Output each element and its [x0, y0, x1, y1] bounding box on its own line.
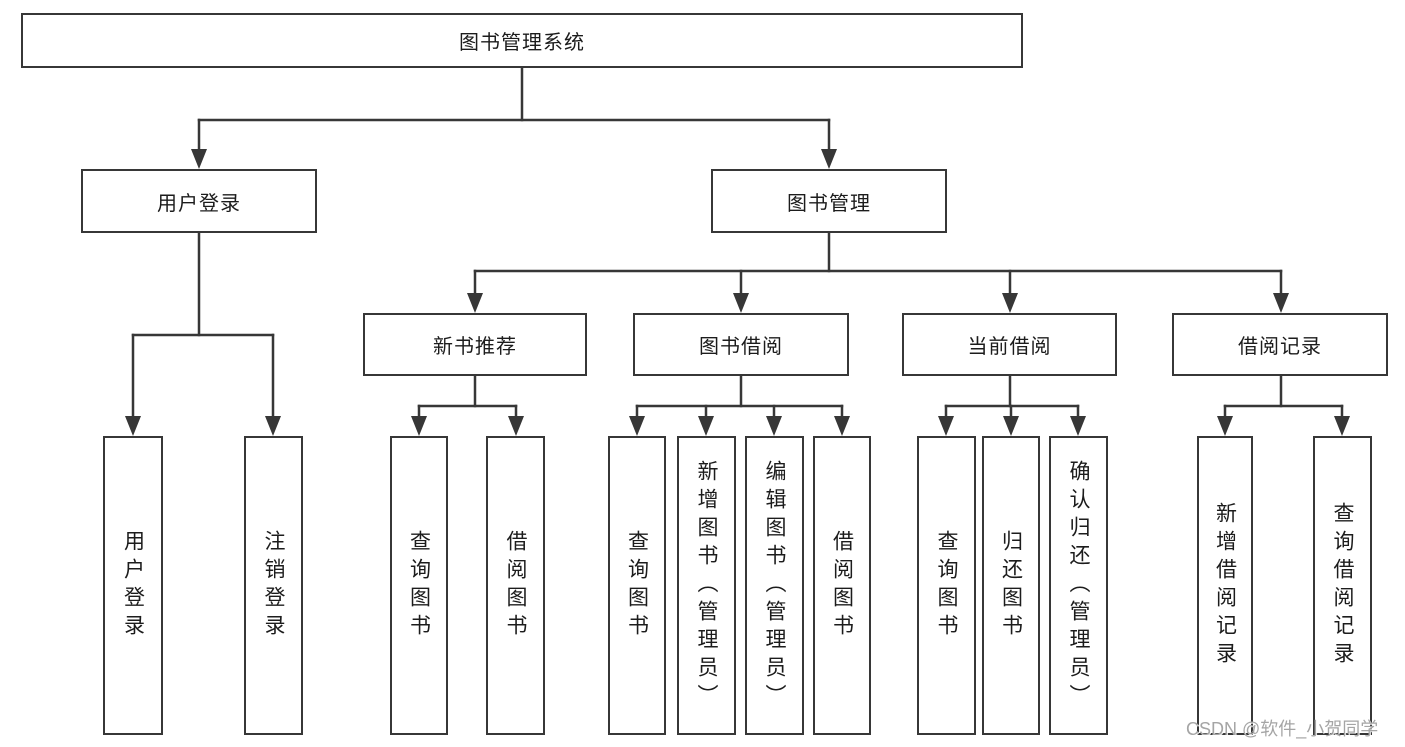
leaf-bb-add-books-admin-label: 新增图书（管理员） — [695, 459, 718, 712]
leaf-user-login-label: 用户登录 — [121, 529, 145, 642]
leaf-cb-query-books: 查询图书 — [917, 436, 976, 735]
node-book-management-label: 图书管理 — [787, 192, 871, 215]
leaf-nbr-query-books: 查询图书 — [390, 436, 448, 735]
leaf-nbr-query-books-label: 查询图书 — [407, 529, 431, 642]
csdn-watermark: CSDN @软件_小贺同学 — [1186, 719, 1379, 739]
leaf-cb-confirm-return-admin-label: 确认归还（管理员） — [1067, 459, 1090, 712]
leaf-br-add-record-label: 新增借阅记录 — [1213, 501, 1237, 670]
leaf-br-add-record: 新增借阅记录 — [1197, 436, 1253, 735]
node-book-borrowing: 图书借阅 — [633, 313, 849, 376]
leaf-logout-login-label: 注销登录 — [262, 529, 285, 642]
leaf-cb-return-books-label: 归还图书 — [999, 529, 1023, 642]
leaf-nbr-borrow-books: 借阅图书 — [486, 436, 545, 735]
leaf-user-login: 用户登录 — [103, 436, 163, 735]
node-borrowing-records-label: 借阅记录 — [1238, 336, 1322, 358]
node-book-borrowing-label: 图书借阅 — [699, 336, 783, 358]
leaf-bb-edit-books-admin-label: 编辑图书（管理员） — [763, 459, 786, 712]
leaf-logout-login: 注销登录 — [244, 436, 303, 735]
leaf-bb-borrow-books: 借阅图书 — [813, 436, 871, 735]
leaf-br-query-record-label: 查询借阅记录 — [1331, 501, 1354, 670]
leaf-br-query-record: 查询借阅记录 — [1313, 436, 1372, 735]
leaf-nbr-borrow-books-label: 借阅图书 — [504, 529, 527, 642]
node-root-label: 图书管理系统 — [459, 32, 585, 54]
leaf-bb-edit-books-admin: 编辑图书（管理员） — [745, 436, 804, 735]
node-new-book-recommend-label: 新书推荐 — [433, 336, 517, 358]
leaf-bb-borrow-books-label: 借阅图书 — [830, 529, 854, 642]
node-current-borrowing: 当前借阅 — [902, 313, 1117, 376]
leaf-bb-query-books: 查询图书 — [608, 436, 666, 735]
node-borrowing-records: 借阅记录 — [1172, 313, 1388, 376]
node-new-book-recommend: 新书推荐 — [363, 313, 587, 376]
leaf-cb-confirm-return-admin: 确认归还（管理员） — [1049, 436, 1108, 735]
node-user-login-label: 用户登录 — [157, 192, 241, 215]
node-book-management: 图书管理 — [711, 169, 947, 233]
node-current-borrowing-label: 当前借阅 — [967, 336, 1052, 358]
node-root: 图书管理系统 — [21, 13, 1023, 68]
leaf-cb-query-books-label: 查询图书 — [935, 529, 958, 642]
arrowhead-group — [125, 149, 1350, 436]
leaf-bb-query-books-label: 查询图书 — [625, 529, 649, 642]
leaf-cb-return-books: 归还图书 — [982, 436, 1040, 735]
node-user-login: 用户登录 — [81, 169, 317, 233]
leaf-bb-add-books-admin: 新增图书（管理员） — [677, 436, 736, 735]
